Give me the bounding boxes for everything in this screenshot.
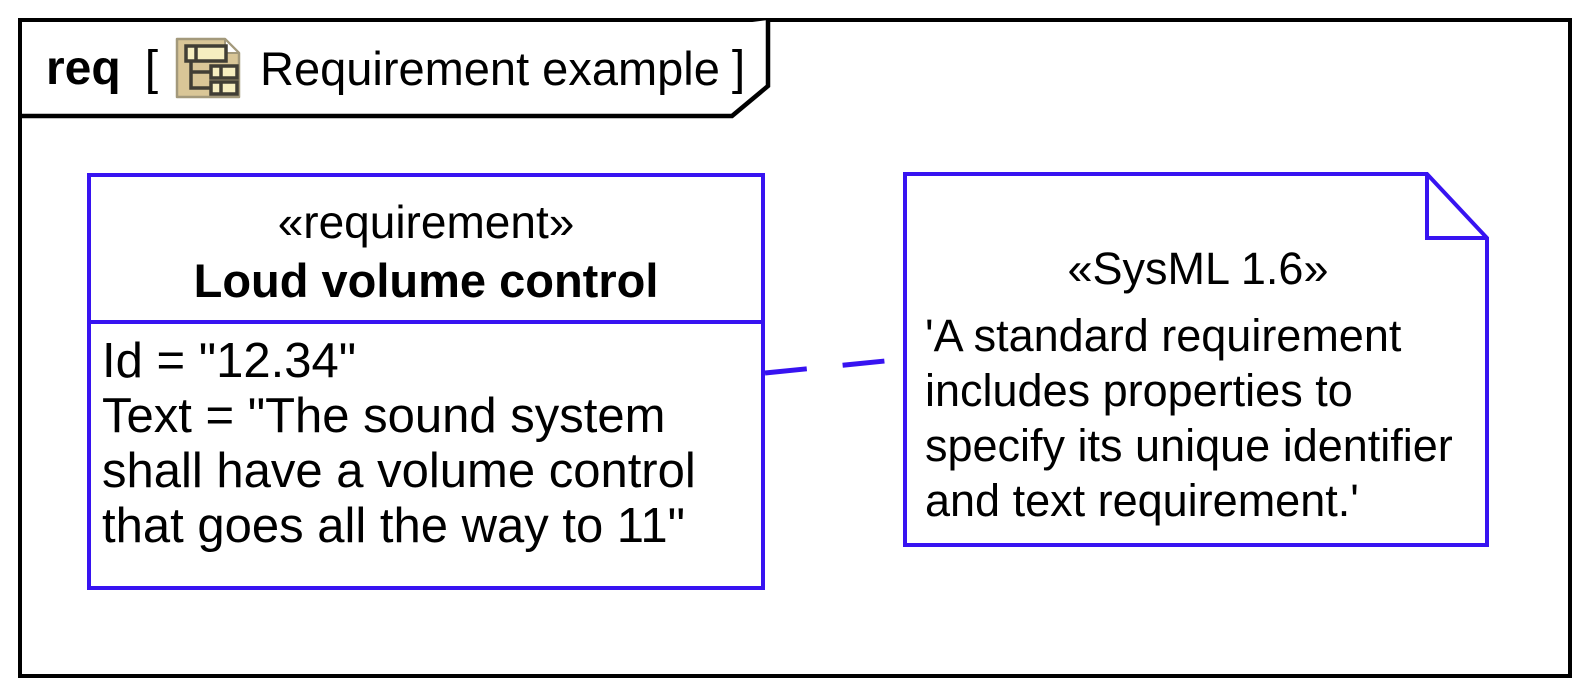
requirement-node[interactable]: «requirement» Loud volume control Id = "… xyxy=(87,173,765,590)
note-node[interactable]: «SysML 1.6» 'A standard requirement incl… xyxy=(903,172,1489,547)
note-anchor-connector[interactable] xyxy=(761,346,911,380)
anchor-dashed-line xyxy=(764,356,906,376)
requirement-text-property: Text = "The sound system shall have a vo… xyxy=(102,389,696,553)
note-outline xyxy=(903,172,1489,547)
frame-kind-label: req xyxy=(46,41,121,95)
note-content: «SysML 1.6» 'A standard requirement incl… xyxy=(903,172,1489,528)
note-fold-icon xyxy=(1425,174,1487,240)
frame-bracket-open: [ xyxy=(144,41,159,95)
requirement-properties-compartment: Id = "12.34" Text = "The sound system sh… xyxy=(91,324,761,554)
frame-diagram-name: Requirement example xyxy=(260,41,720,95)
frame-bracket-close: ] xyxy=(731,41,746,95)
requirement-diagram-icon xyxy=(175,37,241,99)
icon-child-box-1 xyxy=(209,64,239,80)
requirement-name-compartment: «requirement» Loud volume control xyxy=(91,177,761,324)
note-body-text: 'A standard requirement includes propert… xyxy=(925,310,1453,526)
requirement-id-property: Id = "12.34" xyxy=(102,334,357,388)
icon-root-box xyxy=(184,44,228,63)
frame-header: req [ Requirement example ] xyxy=(22,22,786,114)
icon-tree-trunk xyxy=(189,61,212,90)
requirement-name: Loud volume control xyxy=(193,254,659,307)
note-stereotype: «SysML 1.6» xyxy=(1067,243,1329,294)
note-shape xyxy=(903,172,1489,547)
requirement-stereotype: «requirement» xyxy=(277,196,575,248)
icon-child-box-2 xyxy=(209,80,239,96)
